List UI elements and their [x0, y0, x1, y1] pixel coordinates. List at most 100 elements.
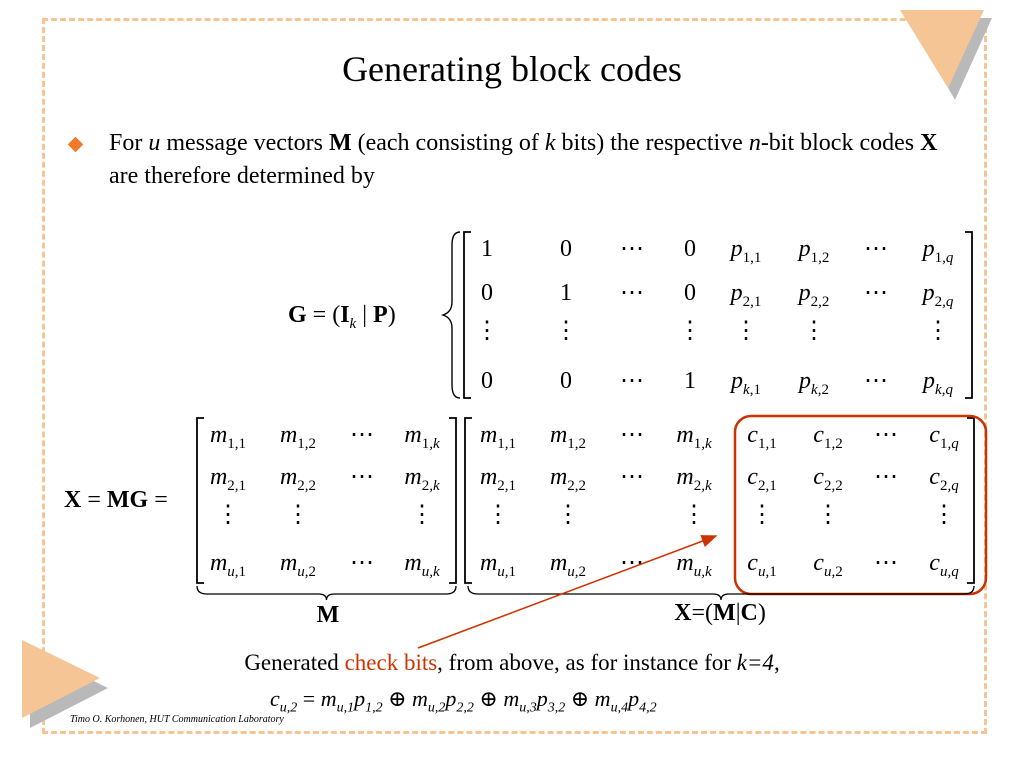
check-bits-highlight: check bits — [344, 650, 438, 675]
g-definition-label: G = (Ik | P) — [288, 302, 396, 332]
x-matrix-cell: c2,1 — [747, 464, 776, 494]
g-matrix-cell: ⋯ — [620, 236, 644, 262]
g-matrix-cell: ⋯ — [864, 368, 888, 394]
g-matrix-cell: ⋯ — [864, 280, 888, 306]
generated-check-bits-line: Generated check bits, from above, as for… — [244, 650, 780, 675]
m-matrix-cell: mu,1 — [210, 550, 246, 580]
g-matrix-cell: 1 — [684, 368, 696, 394]
x-matrix-cell: mu,1 — [480, 550, 516, 580]
m-matrix-left-bracket — [196, 417, 204, 584]
x-matrix-cell: m2,1 — [480, 464, 516, 494]
g-matrix-cell: ⋯ — [864, 236, 888, 262]
m-matrix-right-bracket — [449, 417, 457, 584]
m-matrix-cell: m2,1 — [210, 464, 246, 494]
m-underbrace — [196, 585, 457, 601]
x-matrix-right-bracket — [967, 417, 975, 584]
x-underbrace — [467, 585, 975, 601]
m-matrix-cell: m2,k — [404, 464, 440, 494]
top-triangle — [900, 10, 984, 88]
x-matrix-cell: ⋯ — [874, 464, 898, 490]
g-matrix-cell: p1,2 — [797, 236, 830, 266]
x-matrix-cell: c1,1 — [747, 422, 776, 452]
bullet-text: For u message vectors M (each consisting… — [109, 130, 938, 189]
x-matrix-cell: m2,2 — [550, 464, 586, 494]
m-matrix-cell: m1,k — [404, 422, 440, 452]
g-matrix-cell: pk,1 — [729, 368, 761, 398]
g-matrix-cell: 1 — [560, 280, 572, 306]
g-matrix-cell: pk,2 — [797, 368, 829, 398]
slide-frame — [42, 18, 987, 734]
m-matrix-cell: ⋯ — [350, 550, 374, 576]
m-matrix-cell: m1,2 — [280, 422, 316, 452]
x-matrix-cell: cu,2 — [813, 550, 842, 580]
x-matrix-cell: cu,q — [929, 550, 959, 580]
g-matrix-cell: 0 — [481, 368, 493, 394]
footer-credit: Timo O. Korhonen, HUT Communication Labo… — [70, 714, 284, 725]
g-matrix-cell: ⋯ — [620, 368, 644, 394]
g-matrix-cell: ⋮ — [734, 318, 758, 344]
m-brace-label: M — [317, 602, 340, 628]
g-matrix-cell: ⋮ — [926, 318, 950, 344]
x-matrix-cell: ⋯ — [620, 550, 644, 576]
x-matrix-cell: mu,k — [676, 550, 712, 580]
x-matrix-cell: c1,q — [929, 422, 959, 452]
x-matrix-cell: m1,k — [676, 422, 712, 452]
x-matrix-cell: c1,2 — [813, 422, 842, 452]
g-matrix-cell: 0 — [560, 236, 572, 262]
x-matrix-cell: cu,1 — [747, 550, 776, 580]
g-matrix-cell: 0 — [560, 368, 572, 394]
x-matrix-cell: ⋮ — [816, 502, 840, 528]
x-equation-label: X = MG = — [64, 487, 168, 513]
bottom-triangle — [22, 640, 100, 718]
slide-title: Generating block codes — [342, 49, 682, 89]
g-matrix-cell: 1 — [481, 236, 493, 262]
m-matrix-cell: ⋮ — [410, 502, 434, 528]
x-matrix-cell: ⋯ — [620, 422, 644, 448]
g-matrix-cell: p2,1 — [729, 280, 762, 310]
x-matrix-cell: c2,2 — [813, 464, 842, 494]
x-matrix-cell: mu,2 — [550, 550, 586, 580]
g-matrix-cell: 0 — [684, 236, 696, 262]
x-matrix-cell: ⋯ — [620, 464, 644, 490]
check-bit-equation: cu,2 = mu,1p1,2 ⊕ mu,2p2,2 ⊕ mu,3p3,2 ⊕ … — [270, 686, 657, 716]
m-matrix-cell: ⋮ — [286, 502, 310, 528]
g-matrix-left-brace — [440, 231, 461, 399]
x-matrix-cell: ⋮ — [932, 502, 956, 528]
m-matrix-cell: m2,2 — [280, 464, 316, 494]
g-matrix-cell: 0 — [481, 280, 493, 306]
m-matrix-cell: m1,1 — [210, 422, 246, 452]
pointer-arrow — [417, 535, 718, 649]
g-matrix-cell: ⋮ — [554, 318, 578, 344]
g-matrix-cell: ⋮ — [678, 318, 702, 344]
g-matrix-cell: ⋮ — [802, 318, 826, 344]
g-matrix-cell: p2,q — [921, 280, 954, 310]
g-matrix-cell: pk,q — [921, 368, 953, 398]
x-matrix-left-bracket — [464, 417, 472, 584]
m-matrix-cell: ⋮ — [216, 502, 240, 528]
g-matrix-left-bracket — [463, 231, 471, 399]
g-matrix-cell: ⋮ — [475, 318, 499, 344]
g-matrix-cell: p2,2 — [797, 280, 830, 310]
x-matrix-cell: ⋮ — [682, 502, 706, 528]
m-matrix-cell: mu,2 — [280, 550, 316, 580]
x-matrix-cell: ⋮ — [750, 502, 774, 528]
x-matrix-cell: m2,k — [676, 464, 712, 494]
x-matrix-cell: ⋮ — [486, 502, 510, 528]
m-matrix-cell: ⋯ — [350, 464, 374, 490]
x-matrix-cell: ⋮ — [556, 502, 580, 528]
m-matrix-cell: mu,k — [404, 550, 440, 580]
g-matrix-right-bracket — [965, 231, 973, 399]
g-matrix-cell: p1,q — [921, 236, 954, 266]
x-matrix-cell: m1,1 — [480, 422, 516, 452]
g-matrix-cell: ⋯ — [620, 280, 644, 306]
g-matrix-cell: p1,1 — [729, 236, 762, 266]
x-brace-label: X=(M|C) — [674, 600, 766, 626]
x-matrix-cell: m1,2 — [550, 422, 586, 452]
x-matrix-cell: ⋯ — [874, 550, 898, 576]
x-matrix-cell: c2,q — [929, 464, 959, 494]
m-matrix-cell: ⋯ — [350, 422, 374, 448]
x-matrix-cell: ⋯ — [874, 422, 898, 448]
g-matrix-cell: 0 — [684, 280, 696, 306]
